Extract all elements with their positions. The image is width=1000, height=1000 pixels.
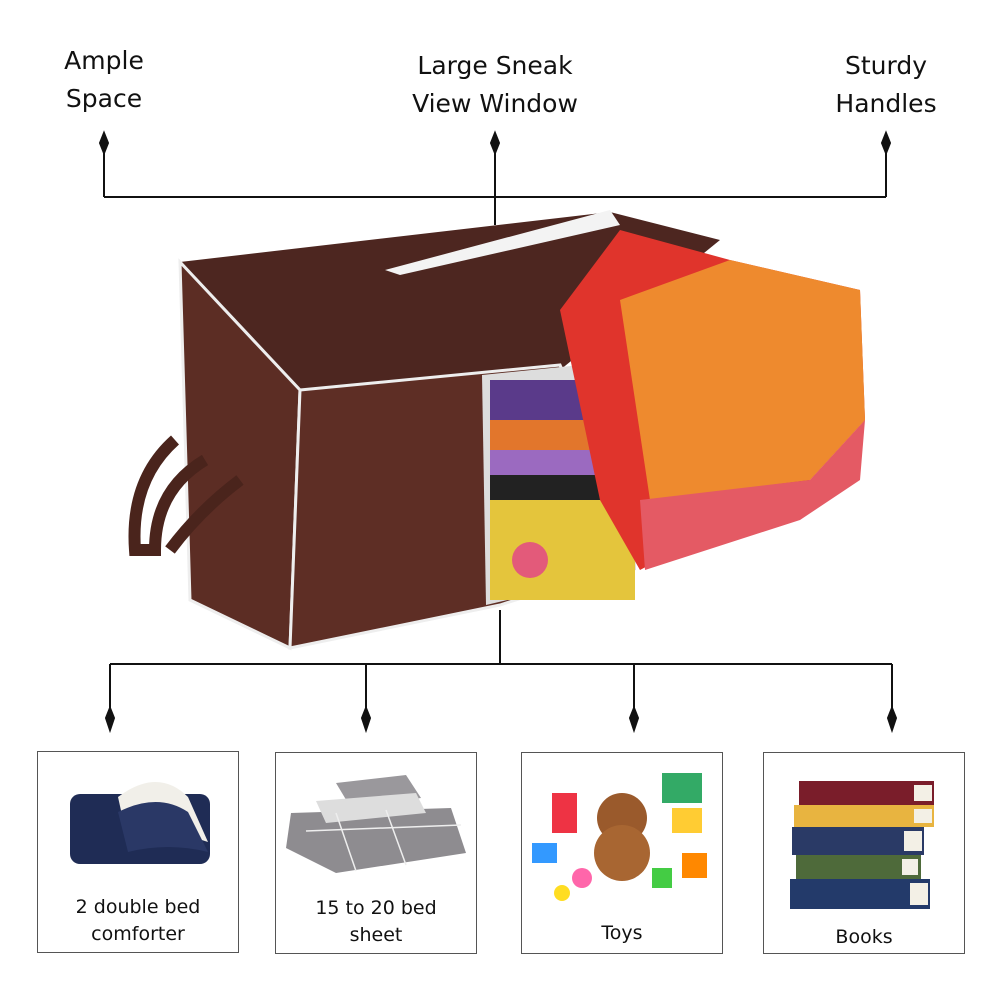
feature-label-line1: Sturdy <box>844 51 928 80</box>
caption-line1: 15 to 20 bed <box>315 897 437 919</box>
feature-sneak-window: Large Sneak View Window <box>375 47 615 123</box>
feature-sturdy-handles: Sturdy Handles <box>766 47 1000 123</box>
capacity-caption: Books <box>764 924 964 951</box>
capacity-card-bed-sheet: 15 to 20 bed sheet <box>275 752 477 954</box>
capacity-caption: Toys <box>522 920 722 947</box>
feature-label-line1: Large Sneak <box>417 51 573 80</box>
caption-line2: sheet <box>349 924 403 946</box>
capacity-card-toys: Toys <box>521 752 723 954</box>
feature-ample-space: Ample Space <box>0 42 224 118</box>
bed-sheet-icon <box>286 775 466 873</box>
caption-line1: Books <box>835 926 893 948</box>
capacity-card-books: Books <box>763 752 965 954</box>
books-icon <box>790 781 934 909</box>
toys-icon <box>532 773 707 901</box>
capacity-card-comforter: 2 double bed comforter <box>37 751 239 953</box>
capacity-caption: 2 double bed comforter <box>38 894 238 948</box>
comforter-icon <box>70 782 210 864</box>
feature-label-line2: View Window <box>412 89 578 118</box>
feature-label-line1: Ample <box>64 46 144 75</box>
caption-line1: Toys <box>601 922 643 944</box>
feature-label-line2: Space <box>65 84 143 113</box>
capacity-caption: 15 to 20 bed sheet <box>276 895 476 949</box>
feature-label-line2: Handles <box>835 89 937 118</box>
caption-line1: 2 double bed <box>75 896 201 918</box>
caption-line2: comforter <box>91 923 185 945</box>
